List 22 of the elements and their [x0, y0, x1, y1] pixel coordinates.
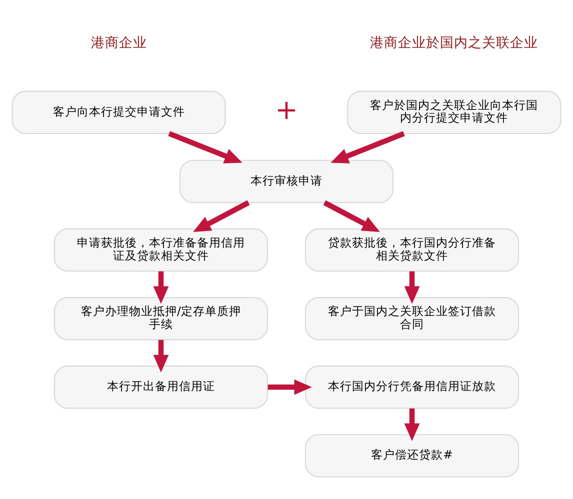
arrow: [330, 131, 405, 164]
node-box: 申请获批後，本行准备备用信用证及贷款相关文件: [54, 228, 268, 272]
node-box: 客户偿还贷款#: [304, 434, 520, 478]
node-box: 客户于国内之关联企业签订借款合同: [304, 296, 520, 340]
label: 港商企业: [90, 34, 147, 51]
node-box: 贷款获批後，本行国内分行准备相关贷款文件: [304, 228, 520, 272]
node-box: 本行国内分行凭备用信用证放款: [304, 366, 520, 409]
node-box: 本行开出备用信用证: [54, 366, 268, 409]
node-box: 客户於国内之关联企业向本行国内分行提交申请文件: [347, 90, 562, 134]
arrow: [168, 131, 242, 164]
arrow: [268, 379, 312, 395]
label: 港商企业於国内之关联企业: [370, 34, 538, 51]
label: +: [275, 95, 298, 126]
node-box: 客户向本行提交申请文件: [12, 90, 226, 134]
node-box: 客户办理物业抵押/定存单质押手续: [54, 296, 268, 340]
node-box: 本行审核申请: [179, 160, 394, 204]
arrow: [153, 340, 169, 372]
arrow: [404, 271, 420, 304]
arrow: [193, 200, 250, 232]
arrow: [404, 408, 420, 442]
arrow: [323, 200, 380, 232]
arrow: [153, 271, 169, 304]
